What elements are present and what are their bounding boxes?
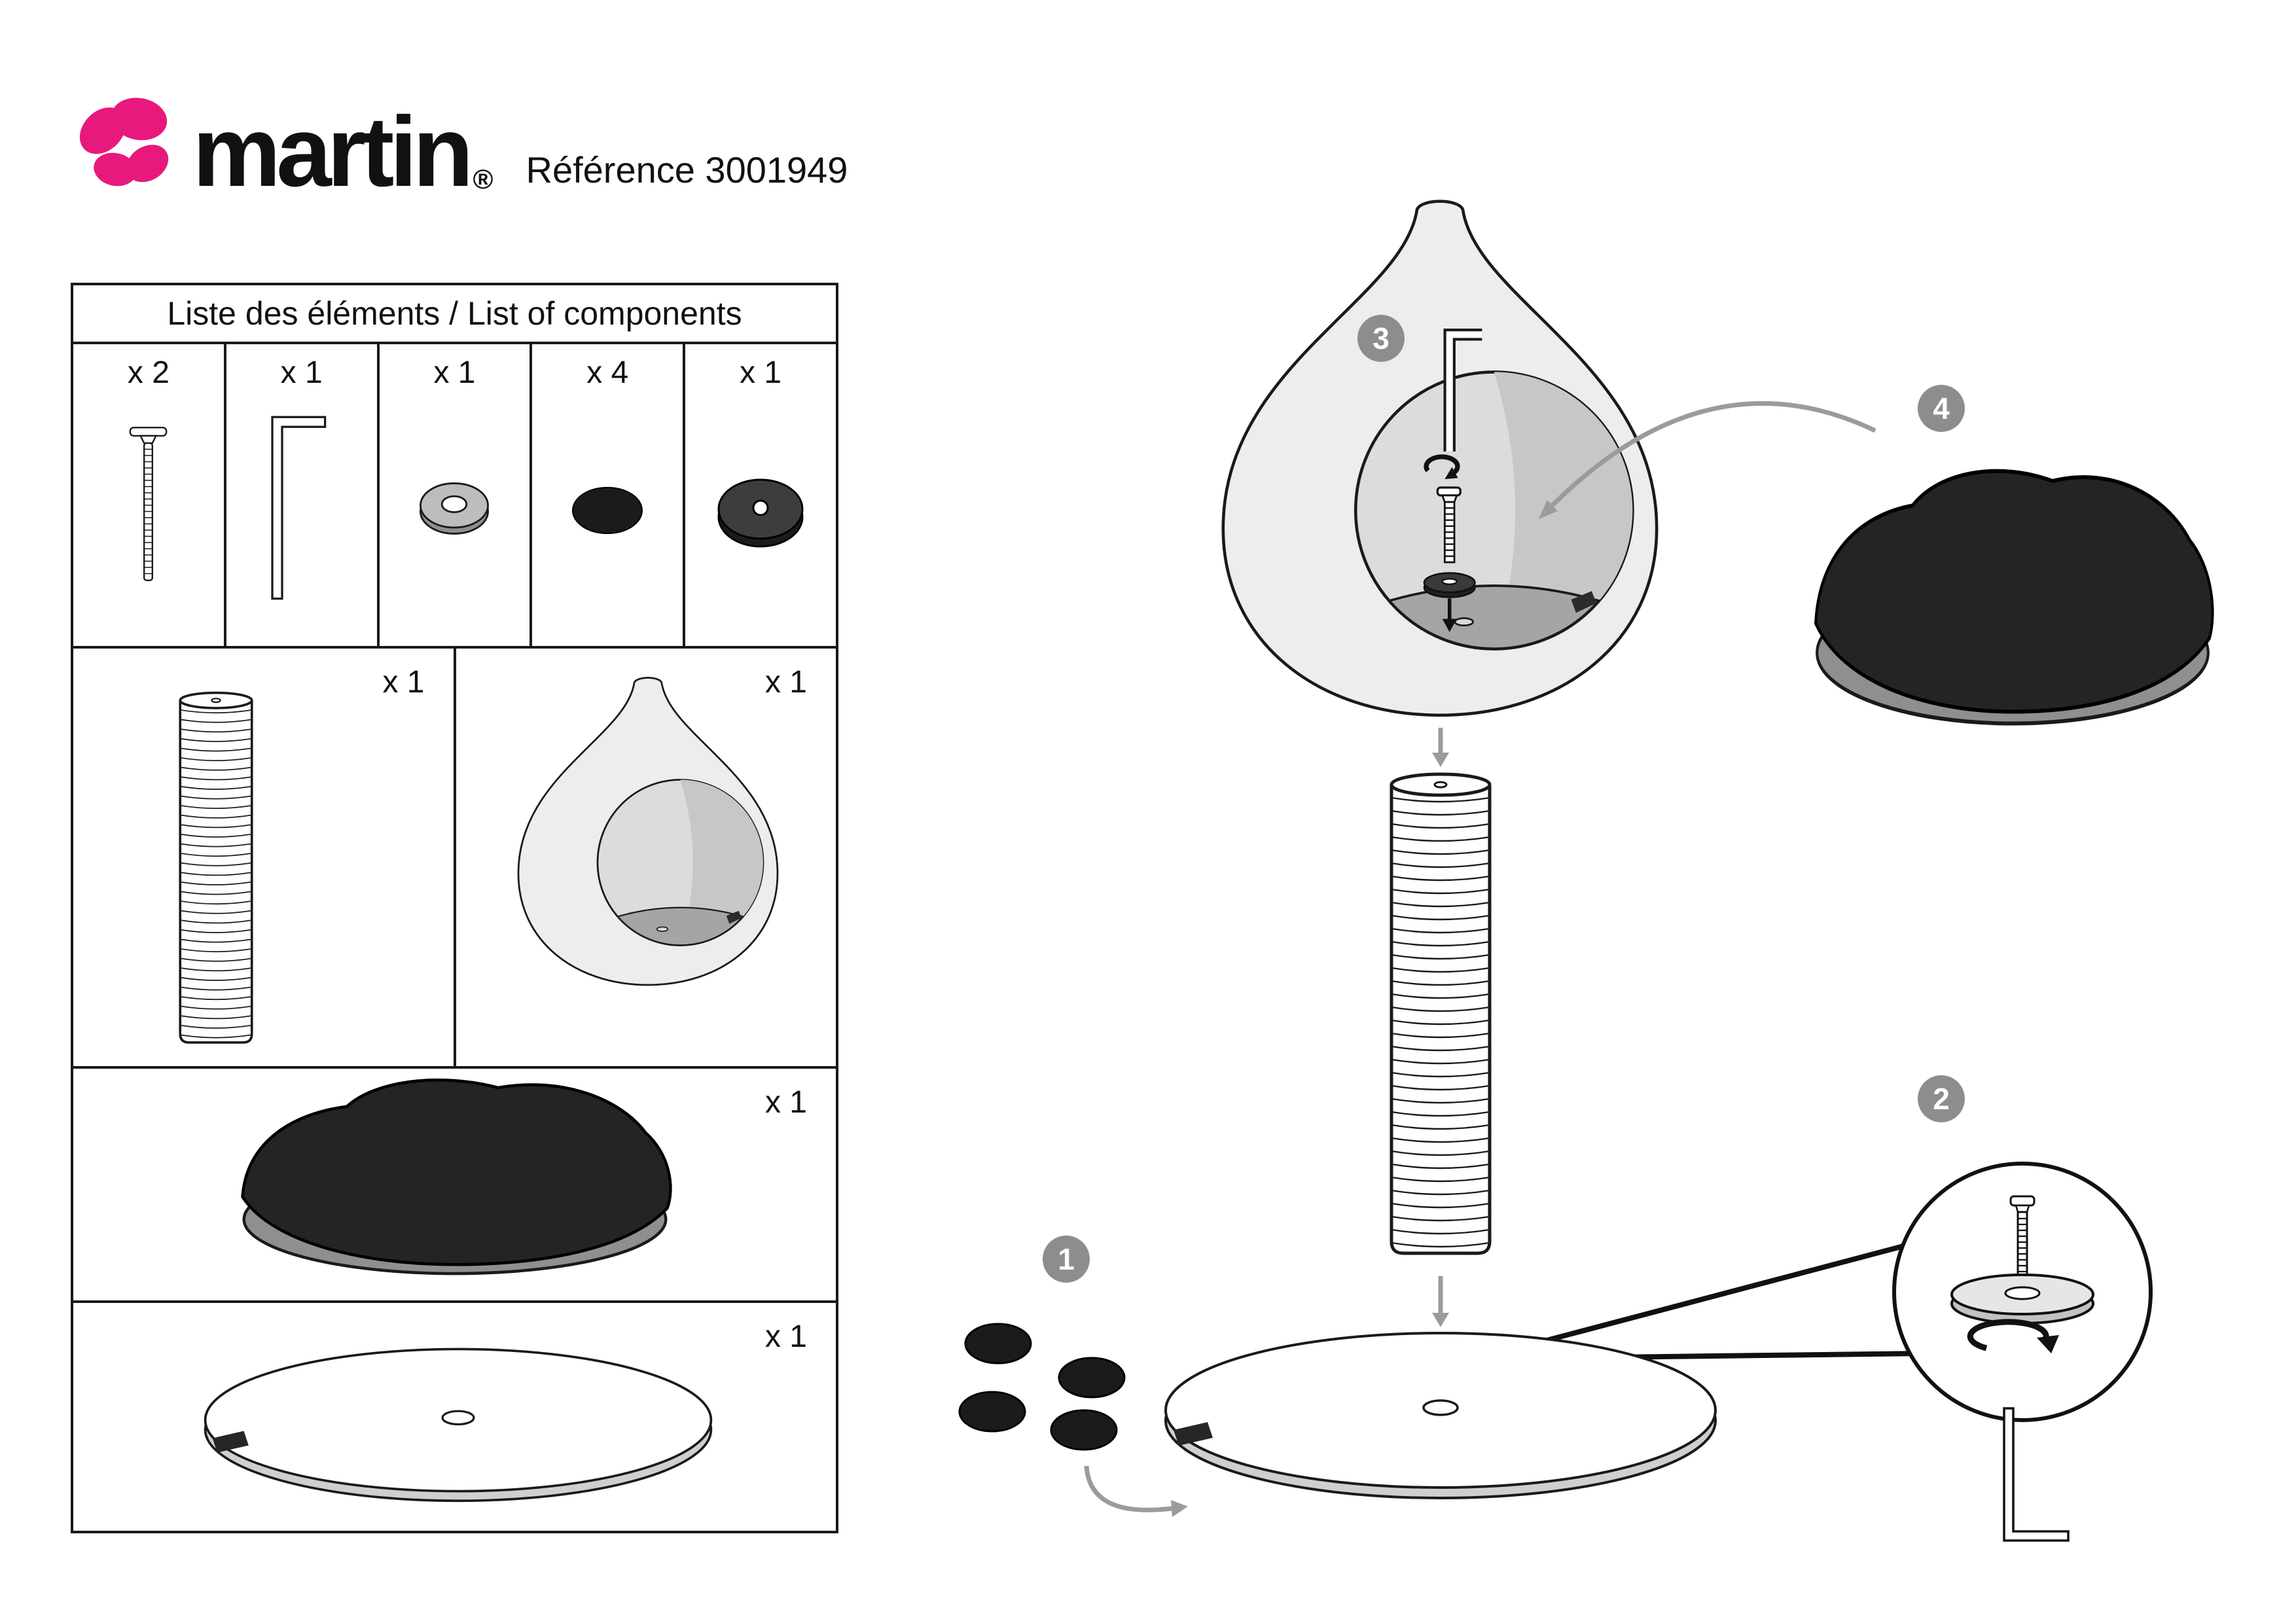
rotate-icon <box>1967 1319 2059 1353</box>
floor-pad-icon <box>572 487 643 534</box>
assembly-pads <box>958 1323 1126 1451</box>
parts-cell-cushion: x 1 <box>73 1069 836 1303</box>
qty-label: x 1 <box>280 355 323 390</box>
parts-cell-floor-pad: x 4 <box>529 344 683 646</box>
reference-number: Référence 3001949 <box>526 149 848 190</box>
arrow-pads-to-base <box>1084 1465 1188 1517</box>
qty-label: x 1 <box>764 1085 807 1120</box>
assembly-base <box>1164 1332 1717 1499</box>
callout-lines <box>1506 1236 1932 1361</box>
qty-label: x 1 <box>764 665 807 700</box>
down-arrow-icon <box>1442 598 1457 632</box>
brand-name: martin <box>192 96 474 207</box>
step-badge-1: 1 <box>1043 1236 1090 1283</box>
parts-list-table: Liste des éléments / List of components … <box>71 283 838 1533</box>
qty-label: x 2 <box>127 355 170 390</box>
screw-icon <box>1436 486 1462 563</box>
step-badge-4: 4 <box>1918 385 1965 432</box>
zoom-detail <box>1892 1162 2153 1422</box>
qty-label: x 4 <box>586 355 629 390</box>
qty-label: x 1 <box>382 665 425 700</box>
allen-key-icon <box>1443 329 1482 452</box>
assembly-cushion <box>1814 469 2214 726</box>
parts-list-title: Liste des éléments / List of components <box>73 285 836 344</box>
qty-label: x 1 <box>740 355 782 390</box>
parts-cell-pole: x 1 <box>73 649 454 1066</box>
rotate-icon <box>1424 454 1460 480</box>
assembly-pod <box>1221 200 1659 717</box>
parts-cell-base: x 1 <box>73 1303 836 1531</box>
arrow-pod-to-pole <box>1432 728 1449 767</box>
washer-icon <box>1423 572 1476 598</box>
allen-key-icon <box>271 416 326 600</box>
parts-row-pole-pod: x 1 x 1 <box>73 649 836 1069</box>
arrow-pole-to-base <box>1432 1276 1449 1327</box>
washer-icon <box>1950 1274 2094 1325</box>
registered-mark: ® <box>473 164 493 194</box>
parts-row-hardware: x 2 x 1 x 1 <box>73 344 836 649</box>
header: martin ® Référence 3001949 <box>73 92 848 202</box>
parts-cell-pod: x 1 <box>453 649 836 1066</box>
step-badge-2: 2 <box>1918 1075 1965 1122</box>
qty-label: x 1 <box>433 355 476 390</box>
washer-icon <box>420 482 490 535</box>
parts-cell-allen-key: x 1 <box>223 344 377 646</box>
qty-label: x 1 <box>764 1319 807 1354</box>
butterfly-logo-icon <box>79 98 169 187</box>
parts-cell-washer: x 1 <box>376 344 530 646</box>
arrow-cushion-to-pod <box>1539 401 1876 519</box>
parts-cell-pad-with-hole: x 1 <box>683 344 836 646</box>
allen-key-zoom <box>2003 1407 2070 1542</box>
step-badge-3: 3 <box>1357 315 1405 362</box>
screw-icon <box>2009 1195 2036 1276</box>
pad-with-hole-icon <box>717 478 804 548</box>
parts-cell-screw: x 2 <box>73 344 224 646</box>
screw-icon <box>129 427 168 581</box>
assembly-pole <box>1390 772 1492 1255</box>
